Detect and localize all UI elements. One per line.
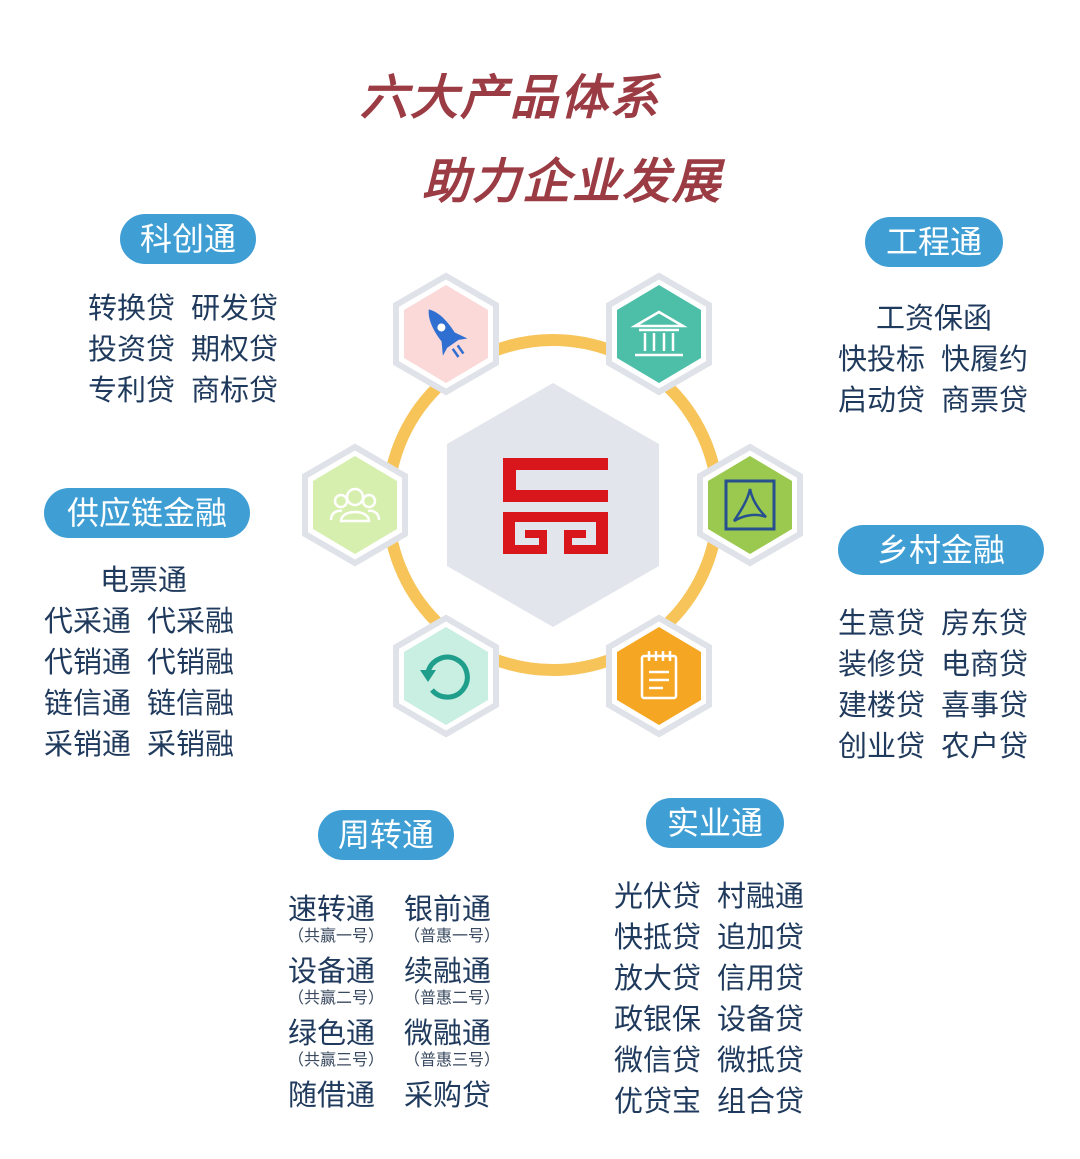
list-item-note: （普惠三号）	[404, 1050, 501, 1069]
list-item: 装修贷	[838, 647, 926, 681]
list-item: 光伏贷	[614, 879, 702, 913]
list-item: 链信融	[147, 686, 235, 720]
list-item: 采购贷	[404, 1078, 492, 1112]
list-item-note: （普惠二号）	[404, 988, 501, 1007]
list-item: 期权贷	[191, 332, 279, 366]
notepad-icon	[640, 651, 678, 700]
group-icon	[329, 487, 381, 523]
list-item: 喜事贷	[941, 688, 1029, 722]
rocket-icon	[428, 309, 468, 358]
pill-zhouzhuan: 周转通	[318, 810, 454, 860]
list-item-note: （共赢二号）	[288, 988, 385, 1007]
list-item: 快投标	[838, 342, 926, 376]
list-item: 研发贷	[191, 291, 279, 325]
refresh-icon	[420, 654, 470, 700]
list-item: 快履约	[941, 342, 1029, 376]
group-gongying: 电票通 代采通代采融 代销通代销融 链信通链信融 采销通采销融	[44, 560, 234, 765]
list-item: 追加贷	[717, 920, 805, 954]
node-rocket	[393, 272, 499, 396]
list-item: 生意贷	[838, 606, 926, 640]
node-document	[697, 443, 803, 567]
list-item: 微抵贷	[717, 1043, 805, 1077]
list-item: 放大贷	[614, 961, 702, 995]
list-item-note: （共赢三号）	[288, 1050, 385, 1069]
list-item: 快抵贷	[614, 920, 702, 954]
list-item: 银前通	[404, 892, 492, 926]
list-item: 转换贷	[88, 291, 176, 325]
list-item: 优贷宝	[614, 1084, 702, 1118]
list-item: 速转通	[288, 892, 376, 926]
list-item: 农户贷	[941, 729, 1029, 763]
list-item: 采销通	[44, 727, 132, 761]
list-item: 代销融	[147, 645, 235, 679]
pill-shiye: 实业通	[646, 798, 784, 848]
list-item: 微融通	[404, 1016, 492, 1050]
pill-gongcheng: 工程通	[865, 217, 1003, 267]
list-item: 组合贷	[717, 1084, 805, 1118]
company-logo	[503, 458, 608, 554]
list-item: 启动贷	[838, 383, 926, 417]
list-item: 代采通	[44, 604, 132, 638]
group-shiye: 光伏贷村融通 快抵贷追加贷 放大贷信用贷 政银保设备贷 微信贷微抵贷 优贷宝组合…	[614, 876, 804, 1122]
title-line-1: 六大产品体系	[360, 70, 661, 126]
center-hexagon	[447, 383, 659, 627]
list-item: 设备贷	[717, 1002, 805, 1036]
list-item: 建楼贷	[838, 688, 926, 722]
list-item: 随借通	[288, 1078, 376, 1112]
list-item: 政银保	[614, 1002, 702, 1036]
document-icon	[724, 479, 776, 531]
title-line-2: 助力企业发展	[422, 154, 723, 210]
list-item: 房东贷	[941, 606, 1029, 640]
list-item: 投资贷	[88, 332, 176, 366]
list-item: 采销融	[147, 727, 235, 761]
list-item: 电票通	[100, 563, 188, 597]
pill-kechuang: 科创通	[120, 214, 256, 264]
list-item-note: （普惠一号）	[404, 926, 501, 945]
list-item-note: （共赢一号）	[288, 926, 385, 945]
group-kechuang: 转换贷研发贷 投资贷期权贷 专利贷商标贷	[88, 288, 278, 411]
list-item: 工资保函	[876, 301, 993, 335]
bank-icon	[630, 310, 688, 357]
list-item: 代销通	[44, 645, 132, 679]
group-xiangcun: 生意贷房东贷 装修贷电商贷 建楼贷喜事贷 创业贷农户贷	[838, 603, 1028, 767]
node-group	[302, 443, 408, 567]
node-bank	[606, 272, 712, 396]
list-item: 续融通	[404, 954, 492, 988]
node-notepad	[606, 614, 712, 738]
list-item: 链信通	[44, 686, 132, 720]
pill-gongying: 供应链金融	[44, 488, 250, 538]
pill-xiangcun: 乡村金融	[838, 525, 1044, 575]
list-item: 商标贷	[191, 373, 279, 407]
list-item: 专利贷	[88, 373, 176, 407]
list-item: 电商贷	[941, 647, 1029, 681]
group-gongcheng: 工资保函 快投标快履约 启动贷商票贷	[838, 298, 1028, 421]
list-item: 村融通	[717, 879, 805, 913]
list-item: 信用贷	[717, 961, 805, 995]
list-item: 绿色通	[288, 1016, 376, 1050]
list-item: 设备通	[288, 954, 376, 988]
list-item: 创业贷	[838, 729, 926, 763]
node-refresh	[393, 614, 499, 738]
list-item: 商票贷	[941, 383, 1029, 417]
list-item: 代采融	[147, 604, 235, 638]
list-item: 微信贷	[614, 1043, 702, 1077]
